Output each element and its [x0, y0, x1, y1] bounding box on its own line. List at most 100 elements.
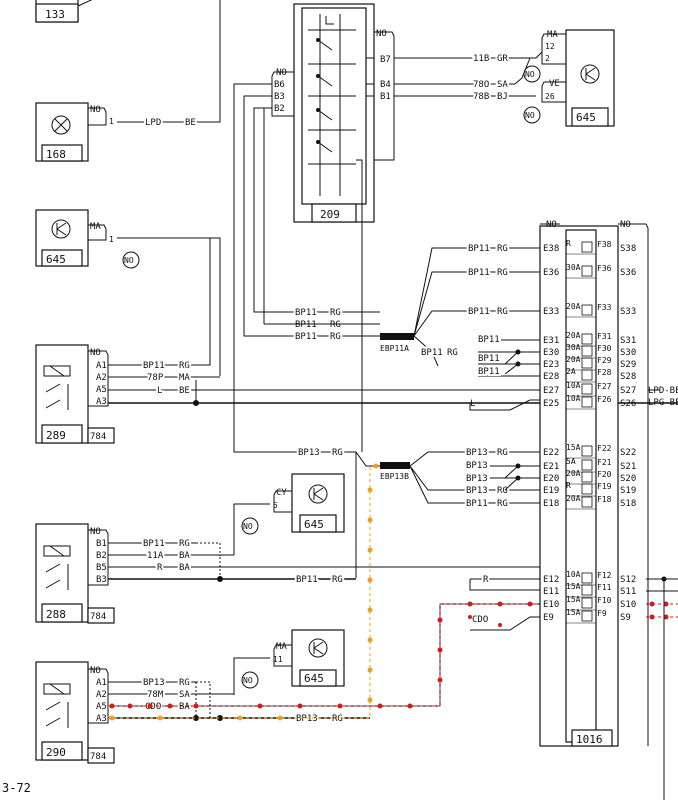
pin-label: A1: [96, 678, 107, 688]
pin-label: 2: [545, 54, 550, 63]
transistor-icon: [580, 64, 600, 84]
pin-label: A1: [96, 361, 107, 371]
wire-label: BP13: [143, 678, 165, 688]
fuse-output-pin: S30: [620, 348, 636, 358]
fuse-icon: [581, 333, 593, 345]
fuse-output-pin: S26: [620, 399, 636, 409]
fuse-input-pin: E33: [543, 307, 559, 317]
wire-label: BP11: [421, 348, 443, 358]
fuse-id: F20: [597, 470, 612, 479]
component-sub-label: 784: [90, 612, 106, 622]
wire-label: BP11: [468, 244, 490, 254]
component-1016-label: 1016: [576, 733, 603, 746]
component-289-label: 289: [46, 429, 66, 442]
fuse-rating: 10A: [566, 394, 581, 403]
fuse-icon: [581, 471, 593, 483]
fuse-icon: [581, 496, 593, 508]
fuse-input-pin: E9: [543, 613, 554, 623]
component-645-a: 645 MA 1 NO: [35, 209, 221, 376]
pin-label: B1: [380, 92, 391, 102]
ground-symbol: [523, 65, 541, 83]
relay-icon: [43, 545, 71, 590]
fuse-icon: [581, 459, 593, 471]
fuse-icon: [581, 304, 593, 316]
wire-label: BP11: [295, 320, 317, 330]
fuse-rating: 2A: [566, 367, 576, 376]
ground-label: NO: [124, 256, 134, 265]
fuse-rating: R: [566, 239, 571, 248]
wire-label: 78P: [147, 373, 164, 383]
wire-label: CDO: [472, 615, 488, 625]
fuse-output-pin: S10: [620, 600, 636, 610]
cdo-switch: CDO: [468, 615, 540, 631]
ground-label: NO: [525, 70, 535, 79]
fuse-input-pin: E10: [543, 600, 559, 610]
splice-icon: [380, 333, 414, 340]
pin-label: A5: [96, 385, 107, 395]
wire-label: R: [483, 575, 489, 585]
component-168: 168 NO 1 LPD BE: [35, 0, 221, 162]
fuse-input-pin: E25: [543, 399, 559, 409]
fuse-icon: [581, 357, 593, 369]
wire-label: BP13: [466, 474, 488, 484]
wire-color: SA: [179, 690, 190, 700]
splice-label: EBP13B: [380, 472, 409, 481]
pin-label: A3: [96, 397, 107, 407]
pin-label: B5: [96, 563, 107, 573]
component-209-label: 209: [320, 208, 340, 221]
output-label: LPD-BE: [648, 386, 678, 396]
ground-label: NO: [243, 676, 253, 685]
component-209: 209 NO B7 B4 B1 NO B6 B3 B2: [271, 3, 395, 223]
fuse-input-pin: E19: [543, 486, 559, 496]
pin-name: NO: [90, 527, 101, 537]
component-645-label: 645: [304, 518, 324, 531]
wire-color: BJ: [497, 92, 508, 102]
wire-label: 11A: [147, 551, 164, 561]
fuse-icon: [581, 597, 593, 609]
wire-label: L: [470, 399, 475, 409]
pin-label: 1: [109, 235, 114, 244]
relay-icon: [43, 683, 71, 728]
lamp-icon: [51, 115, 71, 135]
fuse-icon: [581, 265, 593, 277]
ground-label: NO: [243, 522, 253, 531]
fuse-output-pin: S27: [620, 386, 636, 396]
wire-label: BP13: [298, 448, 320, 458]
wire-color: RG: [497, 268, 508, 278]
fuse-icon: [581, 345, 593, 357]
wire-label: BP11: [468, 268, 490, 278]
pin-name: CY: [276, 488, 287, 498]
fuse-icon: [581, 383, 593, 395]
wire-color: RG: [179, 361, 190, 371]
fuse-id: F21: [597, 458, 612, 467]
wire-color: RG: [497, 307, 508, 317]
fuse-output-pin: S28: [620, 372, 636, 382]
fuse-rating: 10A: [566, 570, 581, 579]
splice-label: EBP11A: [380, 344, 409, 353]
fuse-input-pin: E23: [543, 360, 559, 370]
wire-color: RG: [179, 539, 190, 549]
pin-label: B3: [96, 575, 107, 585]
fuse-input-pin: E21: [543, 462, 559, 472]
component-645-label: 645: [576, 111, 596, 124]
fuse-input-pin: E22: [543, 448, 559, 458]
pin-label: A3: [96, 714, 107, 724]
fuse-rating: R: [566, 481, 571, 490]
component-645-label: 645: [46, 253, 66, 266]
fuse-icon: [581, 369, 593, 381]
fuse-output-pin: S12: [620, 575, 636, 585]
wire-color: RG: [497, 499, 508, 509]
wire-label: BP13: [296, 714, 318, 724]
fuse-rating: 30A: [566, 343, 581, 352]
fuse-rating: 30A: [566, 263, 581, 272]
pin-label: B2: [96, 551, 107, 561]
fuse-icon: [581, 584, 593, 596]
wire-label: BP11: [468, 307, 490, 317]
pin-name: MA: [90, 222, 101, 232]
wire-color: RG: [497, 244, 508, 254]
fuse-output-pin: S29: [620, 360, 636, 370]
pin-label: B2: [274, 104, 285, 114]
pin-label: 12: [545, 42, 555, 51]
fuse-icon: [581, 396, 593, 408]
